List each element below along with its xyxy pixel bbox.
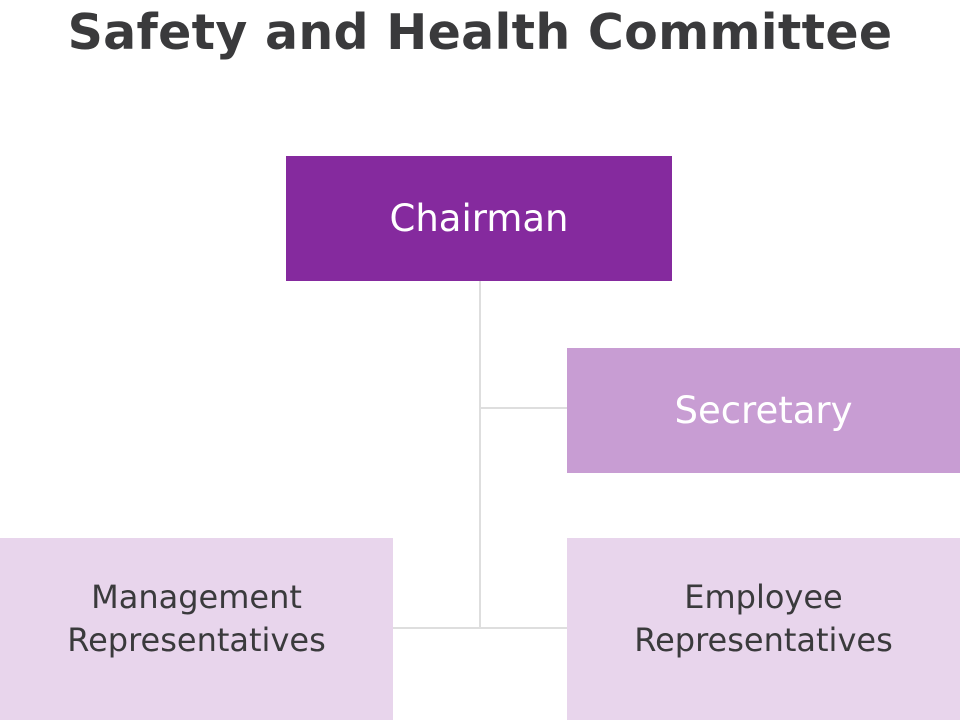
management-representatives-label: Management Representatives (67, 578, 326, 659)
secretary-box: Secretary (567, 348, 960, 473)
diagram-title: Safety and Health Committee (67, 4, 893, 61)
chairman-box: Chairman (286, 156, 672, 281)
connector-secretary (479, 407, 567, 409)
employee-representatives-label: Employee Representatives (634, 578, 893, 659)
connector-representatives (393, 627, 567, 629)
secretary-label: Secretary (674, 389, 853, 432)
chairman-label: Chairman (389, 197, 569, 240)
management-representatives-box: Management Representatives (0, 538, 393, 720)
employee-representatives-box: Employee Representatives (567, 538, 960, 720)
connector-vertical (479, 281, 481, 629)
